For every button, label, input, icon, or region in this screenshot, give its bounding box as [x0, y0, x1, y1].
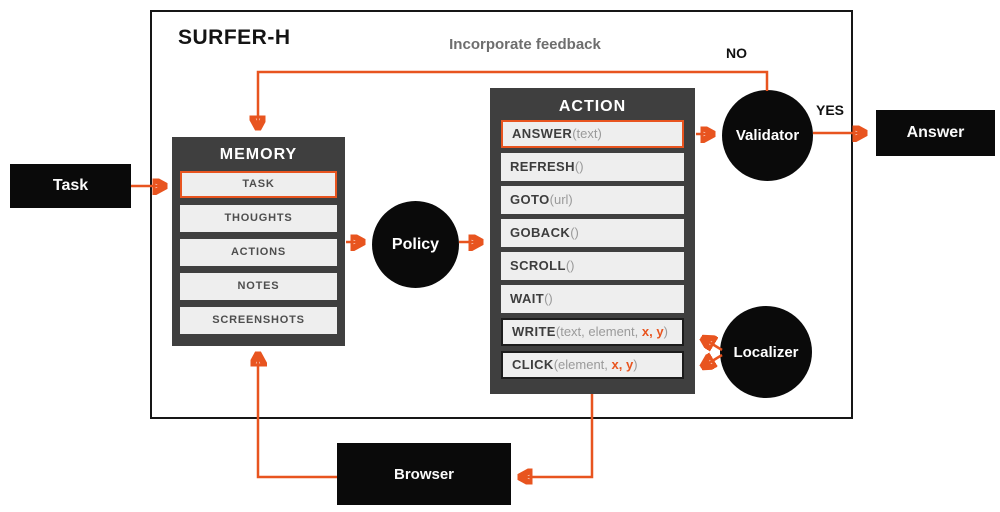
task-input-box: Task	[10, 164, 131, 208]
action-item-click: CLICK(element, x, y)	[501, 351, 684, 379]
memory-item-screenshots: SCREENSHOTS	[180, 307, 337, 334]
memory-item-notes: NOTES	[180, 273, 337, 300]
validator-node: Validator	[722, 90, 813, 181]
policy-node: Policy	[372, 201, 459, 288]
action-item-wait: WAIT()	[501, 285, 684, 313]
memory-item-thoughts: THOUGHTS	[180, 205, 337, 232]
yes-branch-label: YES	[816, 102, 845, 118]
answer-output-box: Answer	[876, 110, 995, 156]
action-panel-title: ACTION	[558, 98, 627, 115]
action-item-scroll: SCROLL()	[501, 252, 684, 280]
memory-panel-title: MEMORY	[219, 146, 298, 163]
memory-item-task: TASK	[180, 171, 337, 198]
incorporate-feedback-label: Incorporate feedback	[449, 36, 601, 53]
browser-box: Browser	[337, 443, 511, 505]
localizer-node: Localizer	[720, 306, 812, 398]
action-item-answer: ANSWER(text)	[501, 120, 684, 148]
action-item-write: WRITE(text, element, x, y)	[501, 318, 684, 346]
action-item-goto: GOTO(url)	[501, 186, 684, 214]
no-branch-label: NO	[726, 45, 747, 61]
action-panel: ACTION ANSWER(text) REFRESH() GOTO(url) …	[490, 88, 695, 394]
diagram-title: SURFER-H	[178, 26, 291, 49]
memory-panel: MEMORY TASK THOUGHTS ACTIONS NOTES SCREE…	[172, 137, 345, 346]
action-item-goback: GOBACK()	[501, 219, 684, 247]
action-item-refresh: REFRESH()	[501, 153, 684, 181]
memory-item-actions: ACTIONS	[180, 239, 337, 266]
